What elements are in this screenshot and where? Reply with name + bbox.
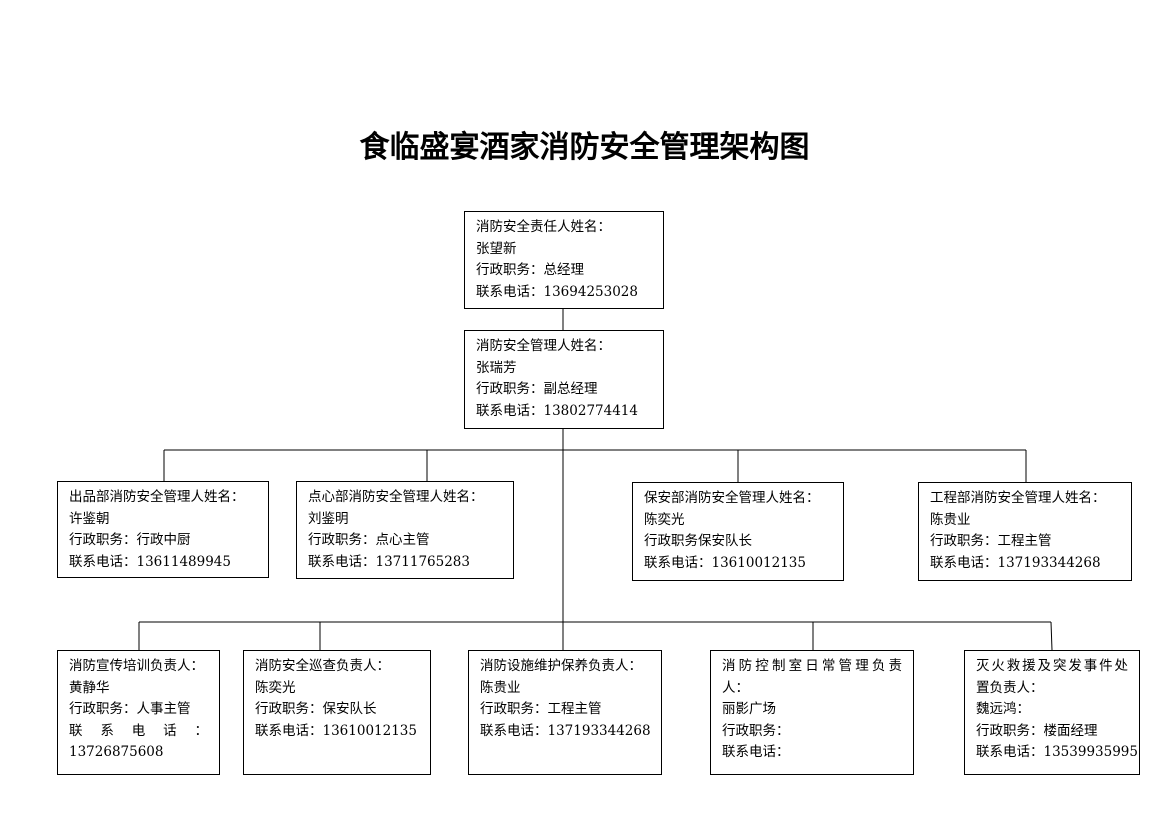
role-label: 消防安全责任人姓名：	[476, 219, 611, 235]
person-name: 陈奕光	[255, 679, 296, 696]
role-label: 点心部消防安全管理人姓名：	[308, 489, 484, 505]
person-name: 陈奕光	[644, 511, 685, 528]
position-text: 行政职务：总经理	[476, 262, 584, 278]
duty-box-maintenance: 消防设施维护保养负责人： 陈贵业 行政职务：工程主管 联系电话：13719334…	[468, 650, 662, 775]
phone-text: 联系电话：13711765283	[308, 553, 470, 570]
role-label-cont: 人：	[722, 679, 749, 696]
role-label: 出品部消防安全管理人姓名：	[69, 489, 245, 505]
duty-box-patrol: 消防安全巡查负责人： 陈奕光 行政职务：保安队长 联系电话：1361001213…	[243, 650, 431, 775]
position-text: 行政职务：保安队长	[255, 701, 377, 717]
position-text: 行政职务：楼面经理	[976, 722, 1098, 739]
role-label: 消防宣传培训负责人：	[69, 658, 204, 674]
department-box-dimsum: 点心部消防安全管理人姓名： 刘鉴明 行政职务：点心主管 联系电话：1371176…	[296, 481, 514, 579]
position-text: 行政职务：工程主管	[480, 701, 602, 717]
person-name: 张瑞芳	[476, 359, 517, 376]
position-text: 行政职务：副总经理	[476, 381, 598, 397]
position-text: 行政职务保安队长	[644, 533, 752, 549]
phone-text: 联系电话：13611489945	[69, 553, 231, 570]
position-text: 行政职务：人事主管	[69, 701, 191, 717]
responsible-person-box: 消防安全责任人姓名： 张望新 行政职务：总经理 联系电话：13694253028	[464, 211, 664, 309]
role-label: 工程部消防安全管理人姓名：	[930, 490, 1106, 506]
safety-manager-box: 消防安全管理人姓名： 张瑞芳 行政职务：副总经理 联系电话：1380277441…	[464, 330, 664, 429]
phone-text: 联系电话：137193344268	[480, 722, 651, 739]
duty-box-control-room: 消防控制室日常管理负责 人： 丽影广场 行政职务： 联系电话：	[710, 650, 914, 775]
phone-label: 联系电话：	[69, 722, 208, 739]
role-label: 消防控制室日常管理负责	[722, 658, 902, 674]
role-label: 灭火救援及突发事件处	[976, 658, 1128, 674]
position-text: 行政职务：	[722, 722, 790, 739]
person-name: 丽影广场	[722, 701, 776, 717]
page-title: 食临盛宴酒家消防安全管理架构图	[359, 130, 810, 165]
position-text: 行政职务：行政中厨	[69, 532, 191, 548]
role-label: 消防安全巡查负责人：	[255, 658, 390, 674]
person-name: 黄静华	[69, 679, 110, 696]
role-label-cont: 置负责人：	[976, 679, 1044, 696]
duty-box-emergency: 灭火救援及突发事件处 置负责人： 魏远鸿： 行政职务：楼面经理 联系电话：135…	[964, 650, 1140, 775]
duty-box-training: 消防宣传培训负责人： 黄静华 行政职务：人事主管 联系电话： 137268756…	[57, 650, 220, 775]
person-name: 魏远鸿：	[976, 701, 1030, 717]
department-box-kitchen: 出品部消防安全管理人姓名： 许鉴朝 行政职务：行政中厨 联系电话：1361148…	[57, 481, 269, 578]
role-label: 消防安全管理人姓名：	[476, 338, 611, 354]
person-name: 刘鉴明	[308, 510, 349, 527]
phone-text: 联系电话：13694253028	[476, 283, 638, 300]
position-text: 行政职务：工程主管	[930, 533, 1052, 549]
role-label: 保安部消防安全管理人姓名：	[644, 490, 820, 506]
phone-text: 联系电话：13610012135	[255, 722, 417, 739]
role-label: 消防设施维护保养负责人：	[480, 658, 642, 674]
department-box-security: 保安部消防安全管理人姓名： 陈奕光 行政职务保安队长 联系电话：13610012…	[632, 482, 844, 581]
person-name: 陈贵业	[480, 679, 521, 696]
phone-text: 13726875608	[69, 744, 164, 760]
position-text: 行政职务：点心主管	[308, 532, 430, 548]
phone-text: 联系电话：13610012135	[644, 554, 806, 571]
department-box-engineering: 工程部消防安全管理人姓名： 陈贵业 行政职务：工程主管 联系电话：1371933…	[918, 482, 1132, 581]
phone-text: 联系电话：137193344268	[930, 554, 1101, 571]
phone-text: 联系电话：13802774414	[476, 402, 638, 419]
phone-text: 联系电话：13539935995	[976, 744, 1138, 760]
person-name: 张望新	[476, 240, 517, 257]
person-name: 许鉴朝	[69, 510, 110, 527]
person-name: 陈贵业	[930, 511, 971, 528]
phone-text: 联系电话：	[722, 744, 790, 760]
